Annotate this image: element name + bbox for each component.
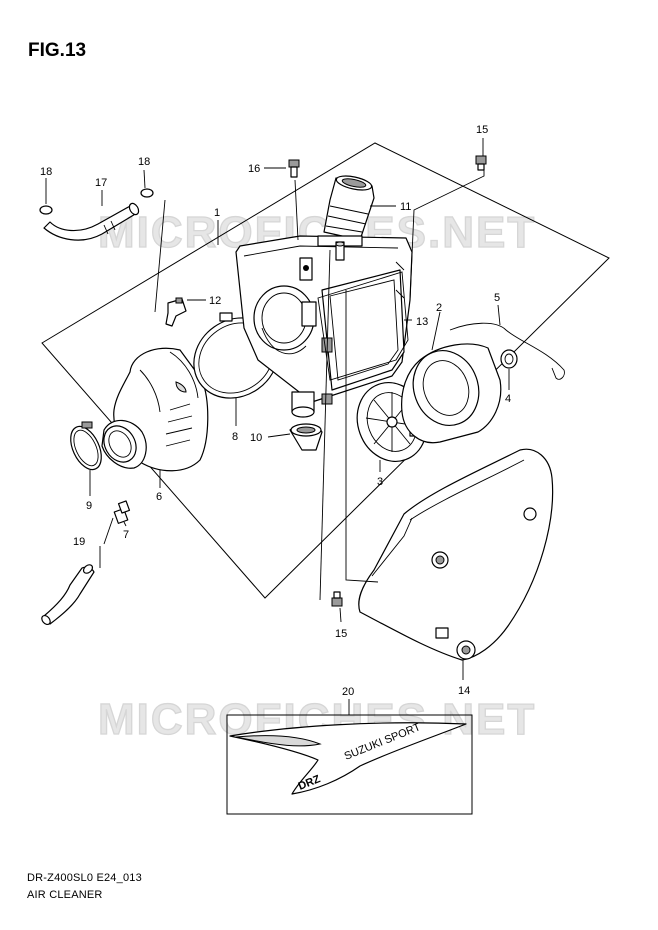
callout-15-bottom: 15 bbox=[335, 628, 347, 640]
figure-code: DR-Z400SL0 E24_013 bbox=[27, 872, 142, 884]
callout-1: 1 bbox=[214, 207, 220, 219]
callout-4: 4 bbox=[505, 393, 511, 405]
callout-6: 6 bbox=[156, 491, 162, 503]
assembly-guides bbox=[103, 170, 485, 601]
inlet-boot-11 bbox=[317, 175, 375, 247]
callout-labels: 1 2 3 4 5 6 7 8 9 10 11 12 13 14 15 15 1… bbox=[40, 124, 511, 698]
callout-10: 10 bbox=[250, 432, 262, 444]
decal-box bbox=[226, 714, 473, 815]
callout-15-top: 15 bbox=[476, 124, 488, 136]
callout-18-right: 18 bbox=[138, 156, 150, 168]
callout-5: 5 bbox=[494, 292, 500, 304]
locating-pin bbox=[335, 241, 345, 261]
bolt-15-bottom bbox=[331, 591, 343, 607]
grommet-4 bbox=[500, 349, 518, 369]
hose-clamp-18-left bbox=[39, 205, 53, 215]
callout-9: 9 bbox=[86, 500, 92, 512]
filter-element-2 bbox=[401, 343, 502, 444]
drain-plug-7 bbox=[113, 500, 131, 524]
callout-19: 19 bbox=[73, 536, 85, 548]
air-cleaner-case-1 bbox=[235, 235, 413, 418]
callout-16: 16 bbox=[248, 163, 260, 175]
breather-hose-17 bbox=[43, 202, 140, 241]
callout-2: 2 bbox=[436, 302, 442, 314]
assembly-boundary bbox=[41, 142, 610, 599]
decal-20: SUZUKI SPORT DRZ bbox=[229, 721, 467, 795]
callout-17: 17 bbox=[95, 177, 107, 189]
callout-3: 3 bbox=[377, 476, 383, 488]
callout-20: 20 bbox=[342, 686, 354, 698]
callout-8: 8 bbox=[232, 431, 238, 443]
callout-7: 7 bbox=[123, 529, 129, 541]
bolt-15-top bbox=[475, 155, 487, 171]
hose-clamp-18-right bbox=[140, 188, 154, 198]
fitting-12 bbox=[165, 297, 187, 327]
callout-11: 11 bbox=[400, 201, 411, 213]
retainer-wire-5 bbox=[449, 322, 565, 380]
callout-18-left: 18 bbox=[40, 166, 52, 178]
leader-lines bbox=[45, 138, 510, 715]
callout-13: 13 bbox=[416, 316, 428, 328]
figure-title: FIG.13 bbox=[28, 40, 87, 61]
bolt-16 bbox=[288, 159, 300, 178]
drain-hose-19 bbox=[41, 564, 95, 626]
callout-14: 14 bbox=[458, 685, 470, 697]
intake-duct-6 bbox=[101, 347, 209, 472]
clamp-9 bbox=[70, 421, 102, 471]
cap-10 bbox=[289, 423, 323, 451]
callout-12: 12 bbox=[209, 295, 221, 307]
figure-caption: AIR CLEANER bbox=[27, 889, 103, 901]
seal-13 bbox=[317, 271, 409, 381]
side-cover-14 bbox=[358, 448, 554, 661]
